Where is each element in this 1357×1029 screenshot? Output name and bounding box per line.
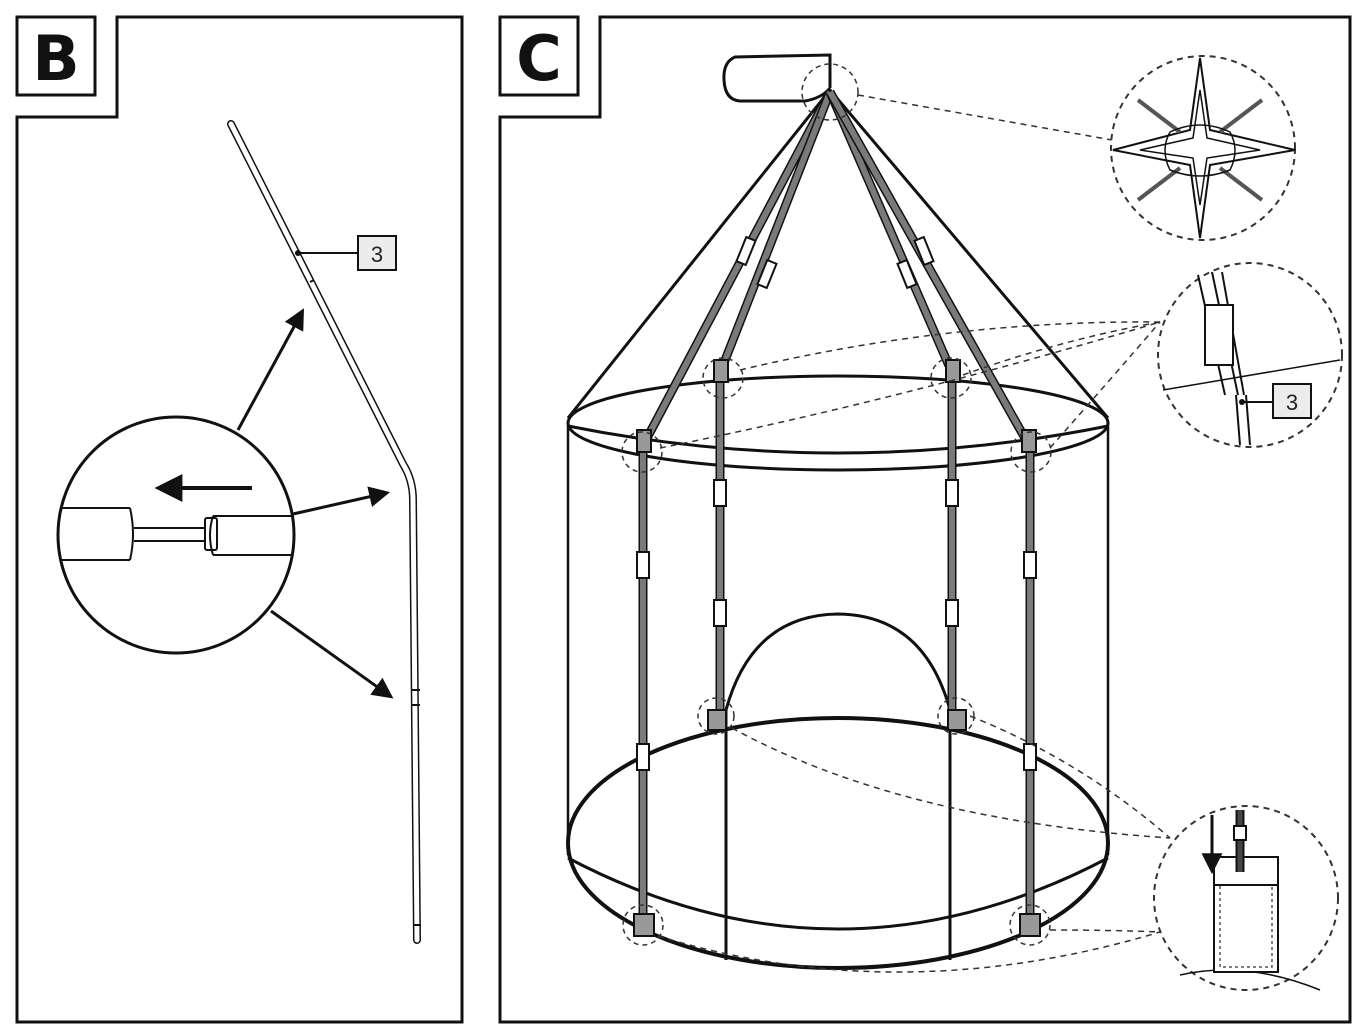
panel-b-label: B (32, 22, 79, 95)
dashed-leaders (657, 94, 1171, 973)
roof-poles (642, 89, 1030, 443)
detail-callout-number: 3 (1286, 390, 1298, 415)
highlight-rings (621, 63, 1052, 946)
callout-box (357, 235, 397, 271)
pointer-arrow-top (236, 308, 305, 431)
tent (566, 53, 1110, 970)
callout-number: 3 (371, 242, 383, 267)
panel-c: C (498, 15, 1352, 1024)
panel-b-frame (15, 15, 464, 1024)
pointer-arrow-bottom (270, 609, 394, 699)
panel-c-frame (498, 15, 1352, 1024)
pole (227, 120, 421, 944)
detail-circle-connector (56, 415, 296, 655)
detail-pole-pocket (1153, 805, 1339, 991)
detail-top-hub (1110, 55, 1296, 241)
detail-pole-connector: 3 (1157, 262, 1343, 448)
panel-c-label: C (516, 22, 562, 95)
panel-b-label-box (15, 15, 97, 97)
wall-poles (633, 359, 1041, 937)
tent-door (724, 612, 952, 960)
panel-c-label-box (498, 15, 580, 97)
pointer-arrow-mid (292, 486, 391, 516)
detail-callout-box (1272, 383, 1312, 419)
tent-top-loop (722, 53, 832, 103)
panel-b: B 3 (15, 15, 464, 1024)
